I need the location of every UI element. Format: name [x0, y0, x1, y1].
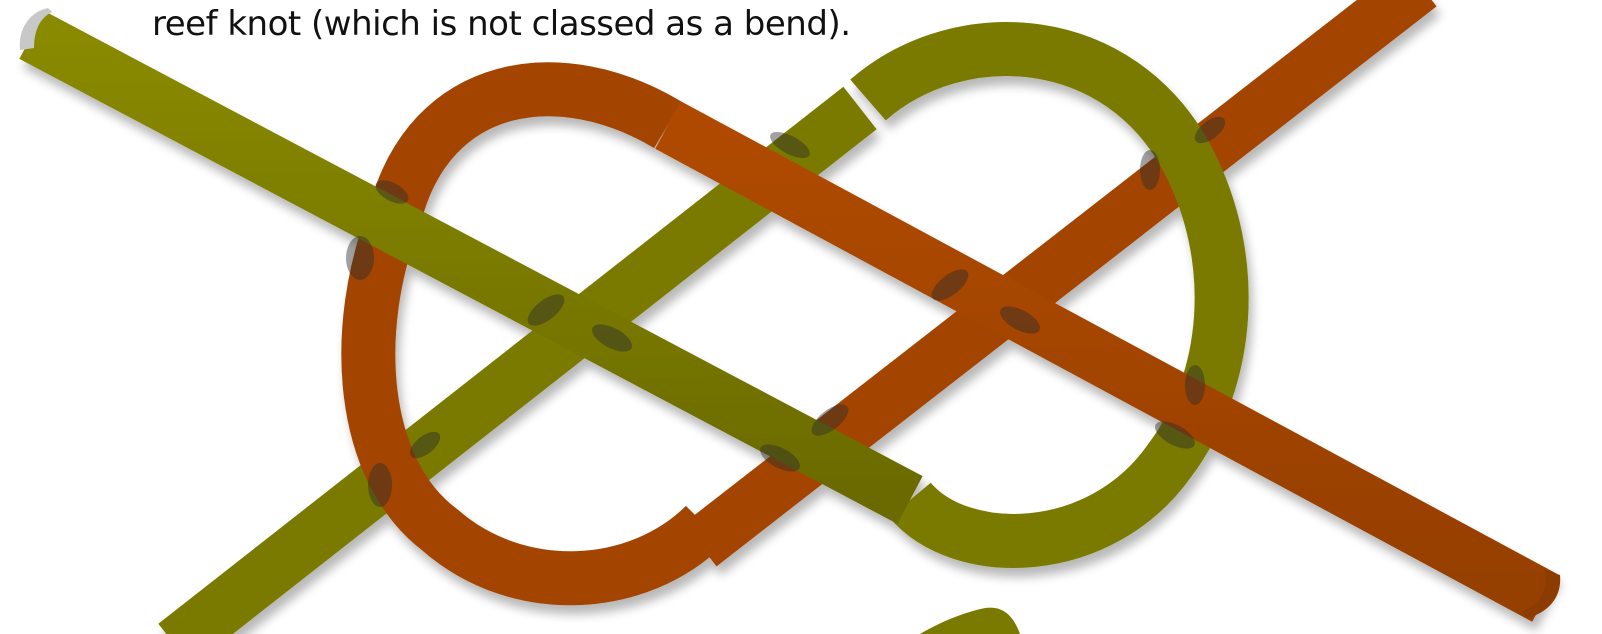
- crossing-shadow: [346, 236, 374, 280]
- olive-rope-partial-bottom: [920, 608, 1020, 634]
- crossing-shadow: [368, 463, 392, 507]
- crossing-shadow: [1140, 150, 1160, 190]
- crossing-shadow: [1185, 365, 1205, 405]
